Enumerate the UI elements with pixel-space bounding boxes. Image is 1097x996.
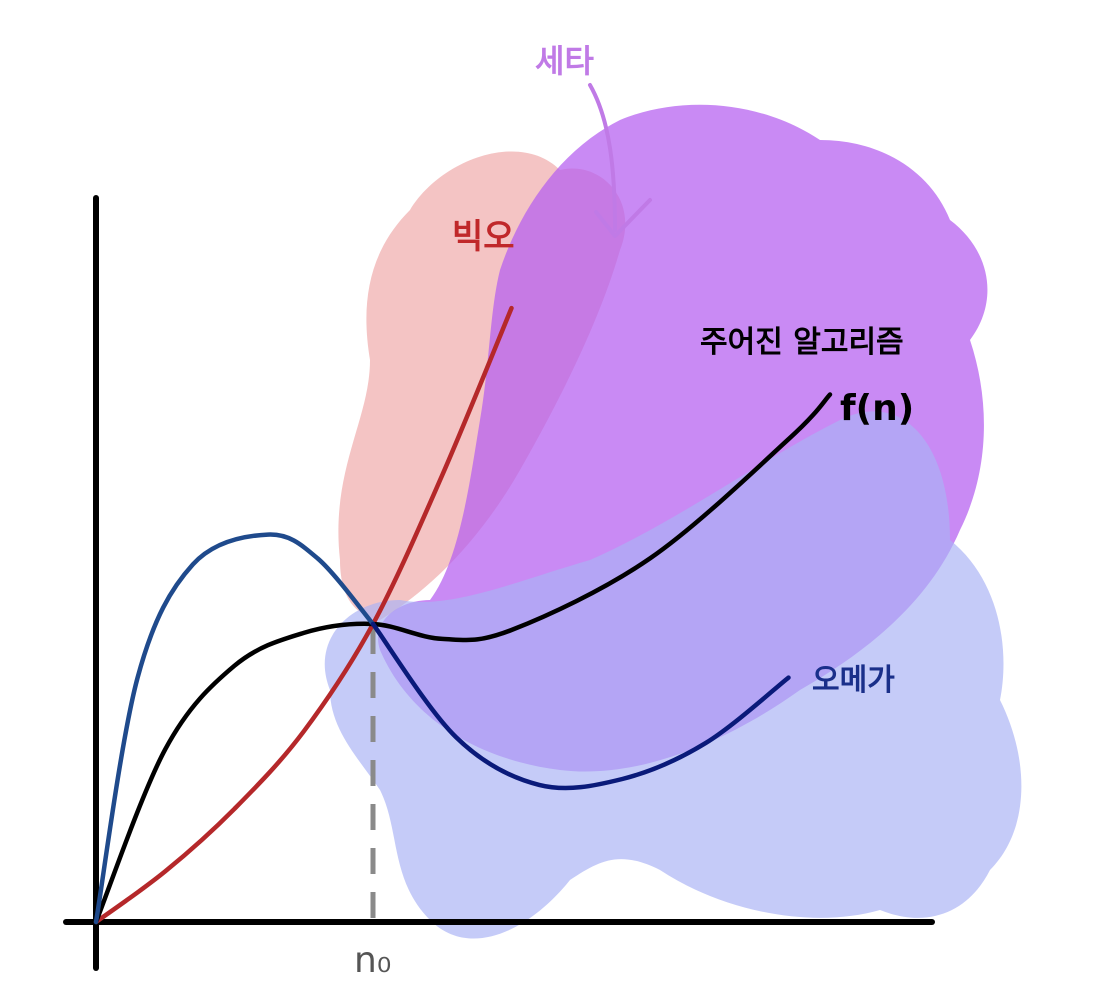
big-o-label: 빅오 <box>452 217 515 257</box>
big-o-curve <box>93 305 514 925</box>
theta-arrow <box>588 83 652 238</box>
omega-curve-tail <box>370 621 791 791</box>
omega-curve <box>93 532 376 925</box>
omega-region <box>324 411 1022 939</box>
given-algorithm-label: 주어진 알고리즘 <box>700 325 904 360</box>
function-label: f(n) <box>840 388 914 429</box>
omega-label: 오메가 <box>812 663 895 698</box>
function-curves <box>93 305 833 925</box>
notation-regions <box>324 104 1022 939</box>
x-tick-n0: n₀ <box>354 940 391 981</box>
annotations: 빅오 세타 주어진 알고리즘 f(n) 오메가 n₀ <box>354 42 914 981</box>
f-n-curve <box>93 392 833 925</box>
theta-label: 세타 <box>535 42 594 80</box>
axes <box>63 195 935 971</box>
